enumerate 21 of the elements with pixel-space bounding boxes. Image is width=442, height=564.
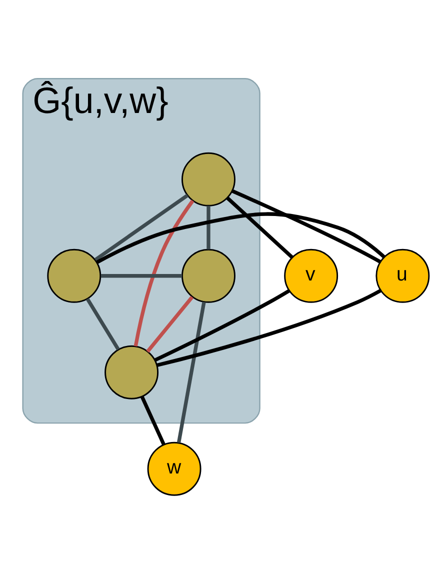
node-circle	[47, 248, 102, 303]
node-circle: u	[376, 248, 430, 303]
connector	[96, 212, 386, 264]
connector	[94, 194, 189, 262]
connector	[154, 289, 290, 362]
connector	[206, 206, 210, 250]
node-circle: v	[284, 248, 338, 303]
connector	[146, 296, 194, 353]
connector	[86, 298, 120, 350]
node-circle: w	[147, 442, 202, 496]
cluster: Ĝ{u,v,w}	[22, 78, 260, 424]
connector	[232, 189, 382, 264]
connector	[156, 288, 382, 368]
node-circle	[104, 345, 159, 400]
node-circle	[182, 152, 236, 206]
connector	[134, 200, 194, 346]
connector	[100, 274, 182, 278]
connector	[176, 302, 206, 444]
node-circle	[182, 248, 236, 303]
connector	[226, 196, 294, 259]
connector	[140, 396, 166, 446]
